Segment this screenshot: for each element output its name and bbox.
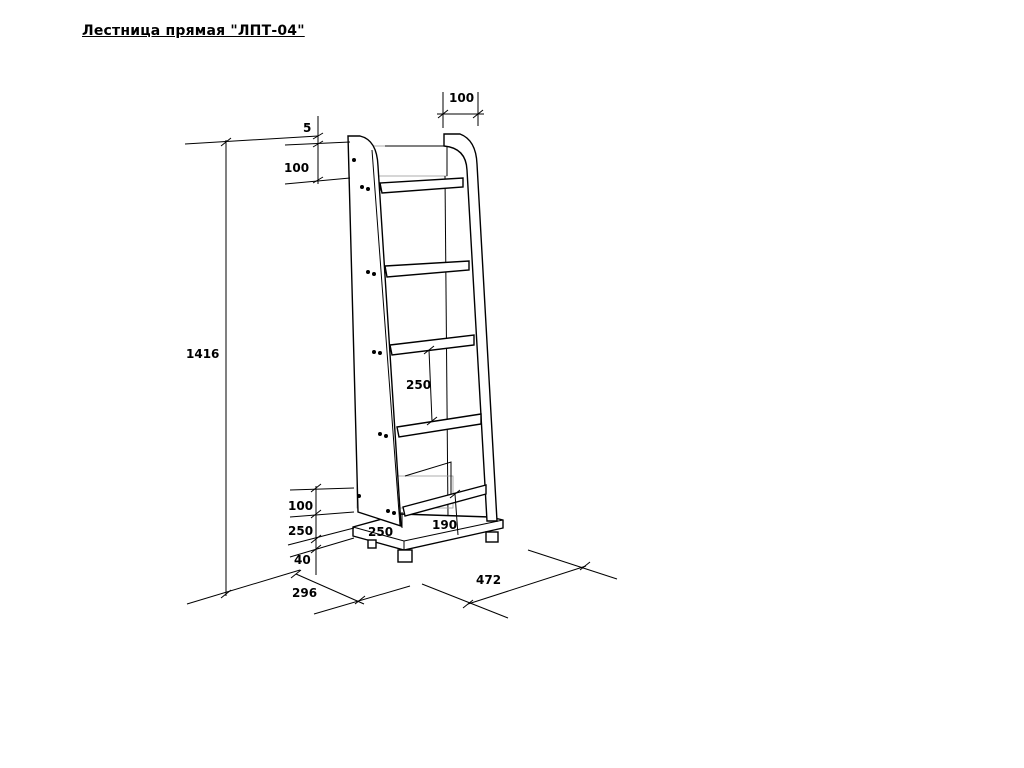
dim-width (421, 549, 618, 619)
steps (379, 177, 487, 517)
dim-step-pitch (423, 345, 438, 426)
label-width: 472 (476, 573, 501, 587)
dim-bottom-stack (287, 483, 355, 575)
step-2 (384, 260, 470, 278)
step-1 (379, 177, 464, 194)
label-base-height: 40 (294, 553, 311, 567)
top-back-panel-edge (385, 145, 448, 176)
label-top-panel: 100 (284, 161, 309, 175)
step-4 (396, 413, 482, 438)
screw-dots (352, 158, 396, 515)
label-total-height: 1416 (186, 347, 219, 361)
foot-right (485, 531, 499, 543)
dim-total-height (184, 135, 319, 605)
left-side-rail (347, 135, 402, 527)
foot-left (367, 539, 377, 549)
foot-front (397, 549, 413, 563)
label-bottom-depth: 190 (432, 518, 457, 532)
right-side-rail (443, 133, 498, 522)
drawing-title: Лестница прямая "ЛПТ-04" (82, 23, 305, 39)
label-step-pitch: 250 (406, 378, 431, 392)
dim-top-depth (437, 92, 484, 128)
step-3 (389, 334, 475, 356)
dim-depth (290, 569, 411, 615)
label-top-offset: 5 (303, 121, 311, 135)
bottom-back-panel-edge (404, 461, 452, 496)
label-bottom-step-pitch: 250 (368, 525, 393, 539)
label-bottom-gap: 250 (288, 524, 313, 538)
label-top-depth: 100 (449, 91, 474, 105)
label-depth: 296 (292, 586, 317, 600)
dimension-labels: 5 100 100 1416 250 100 250 40 250 190 29… (186, 91, 501, 600)
dim-top (284, 116, 351, 185)
dim-bottom-depth (449, 489, 461, 536)
step-5 (402, 484, 487, 517)
label-bottom-panel: 100 (288, 499, 313, 513)
